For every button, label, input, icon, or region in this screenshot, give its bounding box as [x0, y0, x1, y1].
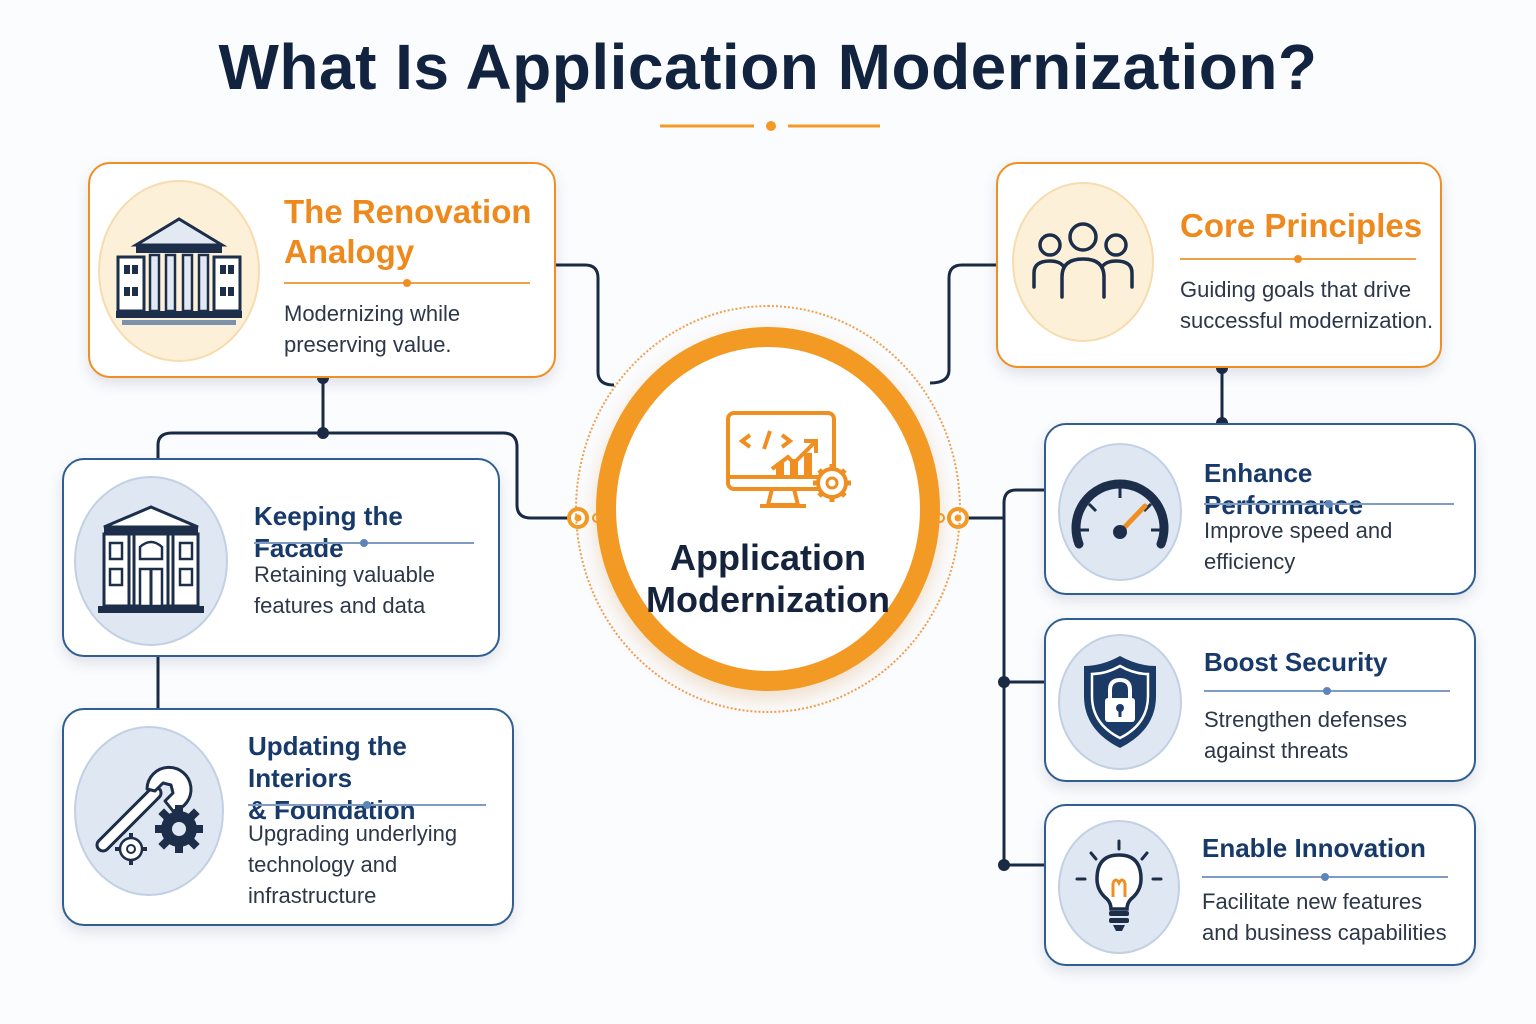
wrench-gears-icon — [74, 726, 224, 896]
card-title: Enable Innovation — [1202, 833, 1426, 863]
card-description: Modernizing while preserving value. — [284, 301, 461, 357]
lightbulb-icon — [1058, 820, 1180, 954]
card-description: Facilitate new features and business cap… — [1202, 889, 1447, 945]
card-renovation-analogy: The Renovation Analogy Modernizing while… — [88, 162, 556, 378]
connector-analogy-hub — [556, 263, 615, 387]
page-title: What Is Application Modernization? — [218, 31, 1318, 103]
card-title: Enhance Performance — [1204, 458, 1363, 520]
hub-label-line1: Application — [670, 537, 866, 578]
card-keeping-facade: Keeping the Facade Retaining valuable fe… — [62, 458, 500, 657]
hub-circle: Application Modernization — [596, 327, 940, 691]
card-description: Improve speed and efficiency — [1204, 518, 1393, 574]
title-divider — [1202, 873, 1448, 881]
title-divider — [248, 801, 486, 809]
card-title: Boost Security — [1204, 647, 1388, 677]
title-divider — [1204, 500, 1454, 508]
building-facade-icon — [74, 476, 228, 646]
shield-lock-icon — [1058, 634, 1182, 770]
title-divider — [254, 539, 474, 547]
people-group-icon — [1012, 182, 1154, 342]
card-title: The Renovation Analogy — [284, 193, 532, 270]
connector-right-trunk — [1002, 488, 1044, 867]
card-title: Keeping the Facade — [254, 501, 403, 563]
title-divider — [1204, 687, 1450, 695]
connector-facade-hub — [156, 431, 578, 520]
hub-dotted-ring — [575, 305, 961, 713]
speedometer-icon — [1058, 443, 1182, 581]
card-updating-interiors: Updating the Interiors & Foundation Upgr… — [62, 708, 514, 926]
title-divider — [284, 279, 530, 287]
card-enhance-performance: Enhance Performance Improve speed and ef… — [1044, 423, 1476, 595]
title-divider — [1180, 255, 1416, 263]
card-description: Upgrading underlying technology and infr… — [248, 821, 458, 908]
card-description: Retaining valuable features and data — [254, 562, 436, 618]
card-core-principles: Core Principles Guiding goals that drive… — [996, 162, 1442, 368]
card-description: Guiding goals that drive successful mode… — [1180, 277, 1434, 333]
monitor-code-growth-gear-icon — [720, 409, 860, 524]
card-description: Strengthen defenses against threats — [1204, 707, 1408, 763]
connector-principles-hub — [929, 263, 996, 385]
card-title: Updating the Interiors & Foundation — [248, 731, 416, 825]
card-enable-innovation: Enable Innovation Facilitate new feature… — [1044, 804, 1476, 966]
title-divider — [660, 121, 880, 131]
hub-label: Application Modernization — [616, 537, 920, 621]
card-title: Core Principles — [1180, 207, 1423, 244]
hub-label-line2: Modernization — [646, 579, 890, 620]
classical-building-icon — [98, 180, 260, 362]
card-boost-security: Boost Security Strengthen defenses again… — [1044, 618, 1476, 782]
